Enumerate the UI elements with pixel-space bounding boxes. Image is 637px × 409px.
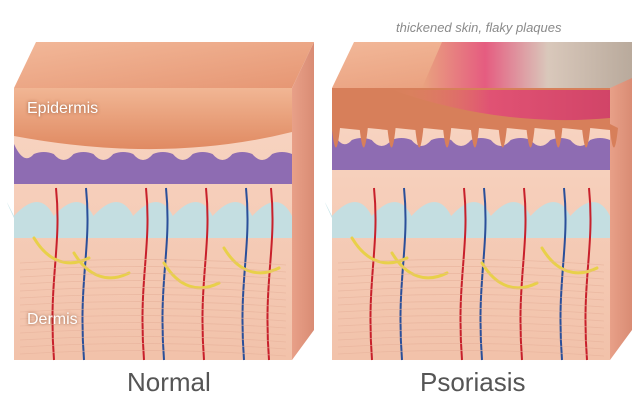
plaques-annotation: thickened skin, flaky plaques [396, 20, 561, 35]
dermis-label: Dermis [27, 311, 78, 329]
psoriasis-side-face [610, 42, 632, 360]
epidermis-label: Epidermis [27, 100, 98, 118]
psoriasis-block [325, 42, 632, 360]
normal-epidermis [14, 88, 292, 149]
psoriasis-caption: Psoriasis [420, 367, 525, 398]
psoriasis-plaque [422, 42, 632, 88]
normal-top-face [14, 42, 314, 88]
normal-caption: Normal [127, 367, 211, 398]
normal-side-face [292, 42, 314, 360]
